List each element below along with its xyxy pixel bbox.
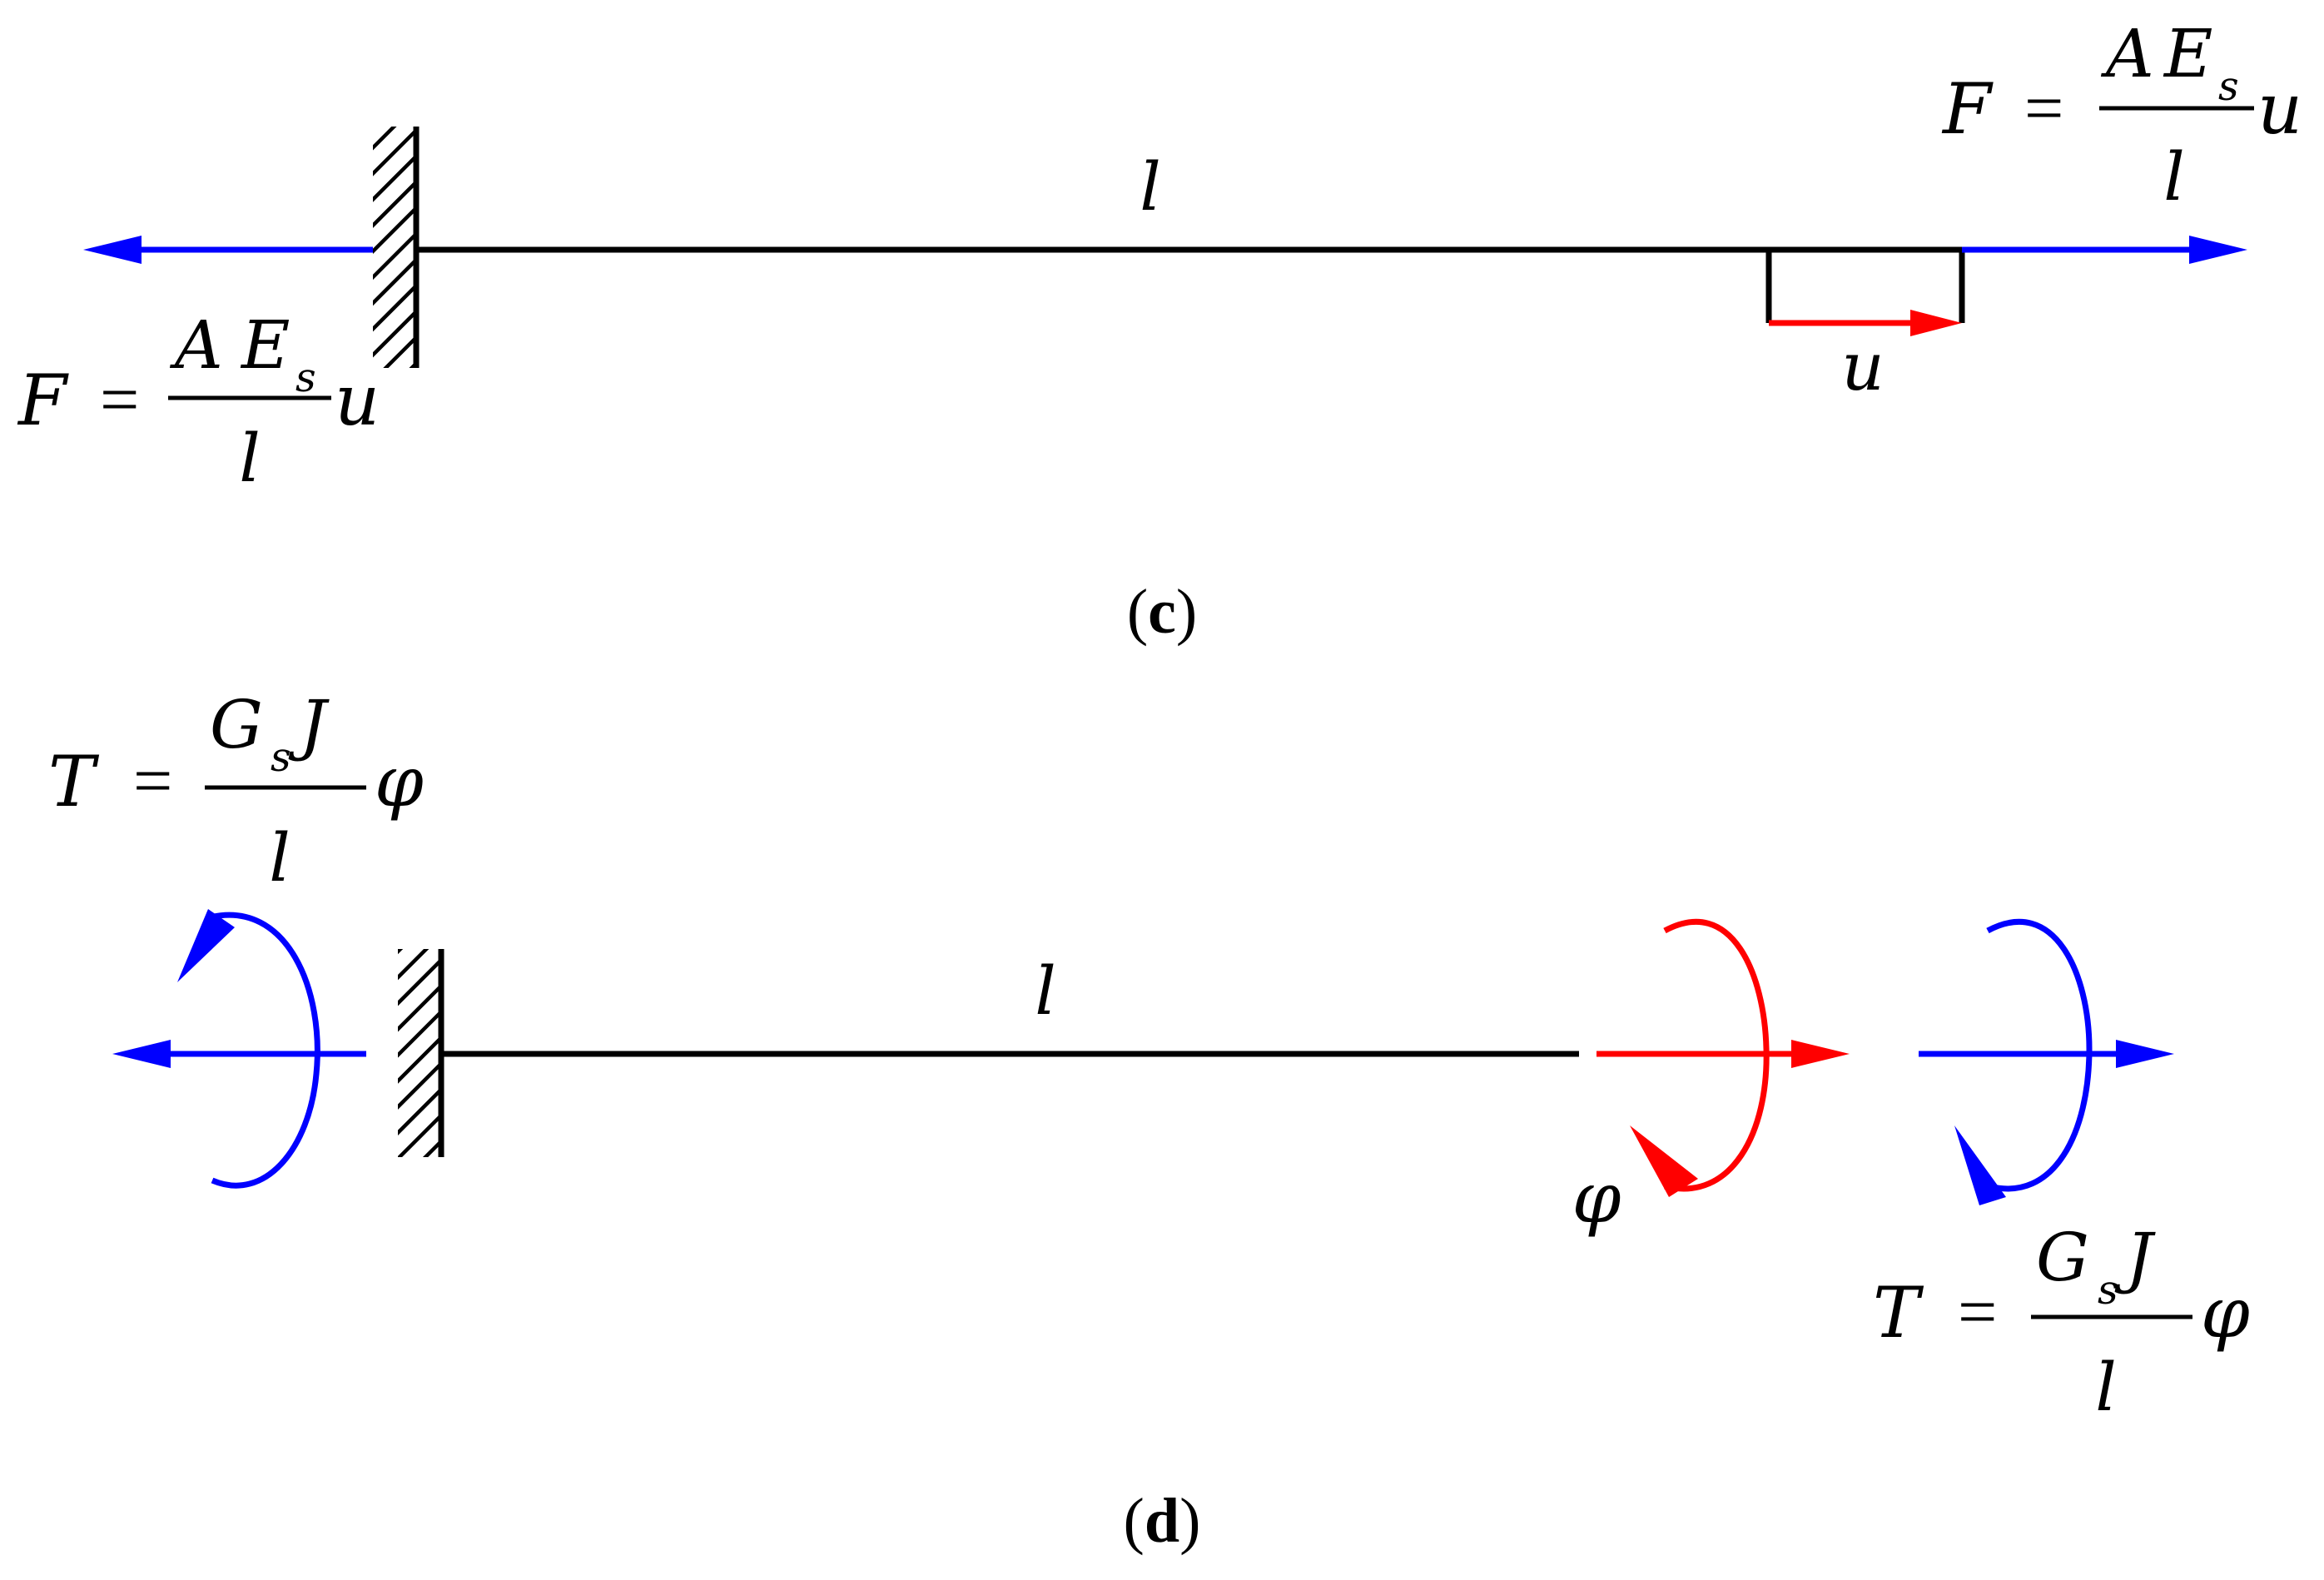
svg-text:s: s: [295, 355, 316, 401]
svg-text:l: l: [2095, 1349, 2117, 1426]
caption-d: (d): [1124, 1486, 1201, 1556]
svg-text:J: J: [288, 686, 330, 763]
svg-text:l: l: [239, 420, 261, 497]
svg-text:s: s: [2218, 63, 2239, 110]
panel-d: l φ T = G s J l φ T = G s J l φ (d): [48, 686, 2250, 1556]
svg-text:u: u: [335, 360, 380, 441]
svg-text:G: G: [210, 686, 263, 763]
svg-text:s: s: [2098, 1267, 2118, 1314]
left-torque-formula: T = G s J l φ: [48, 686, 424, 897]
beam-length-label-c: l: [1140, 148, 1161, 226]
left-force-arrow-c: [83, 236, 373, 264]
displacement-label: u: [1841, 328, 1885, 405]
svg-text:E: E: [240, 306, 290, 384]
svg-text:u: u: [2257, 68, 2302, 150]
svg-text:=: =: [1958, 1274, 1997, 1351]
svg-text:=: =: [100, 361, 139, 439]
svg-text:F: F: [17, 360, 69, 441]
svg-text:J: J: [2114, 1219, 2156, 1296]
svg-text:G: G: [2036, 1219, 2089, 1296]
rotation-label: φ: [1572, 1157, 1621, 1239]
svg-text:l: l: [269, 819, 290, 897]
right-torque-arrow: [1919, 918, 2174, 1205]
rotation-arrow: [1597, 918, 1850, 1197]
displacement-bracket: [1765, 250, 1965, 323]
svg-text:φ: φ: [2201, 1272, 2250, 1354]
caption-c: (c): [1127, 577, 1197, 647]
left-force-formula: F = A E s l u: [17, 306, 380, 497]
svg-text:A: A: [169, 306, 223, 384]
svg-text:l: l: [2163, 138, 2185, 216]
svg-text:A: A: [2100, 15, 2154, 92]
svg-text:E: E: [2163, 15, 2212, 92]
beam-length-label-d: l: [1035, 952, 1056, 1030]
svg-text:φ: φ: [375, 741, 424, 822]
left-torque-arrow: [112, 909, 366, 1189]
svg-text:s: s: [271, 734, 291, 781]
svg-text:=: =: [2024, 70, 2063, 147]
displacement-arrow: [1769, 310, 1962, 336]
right-force-formula: F = A E s l u: [1941, 15, 2302, 216]
svg-text:F: F: [1941, 68, 1994, 150]
right-force-arrow-c: [1962, 236, 2247, 264]
fixed-support-d: [398, 949, 444, 1157]
svg-text:T: T: [1873, 1272, 1924, 1354]
svg-text:T: T: [48, 741, 100, 822]
fixed-support-c: [373, 127, 420, 368]
panel-c: l u F = A E s l u F = A E s l u (c): [17, 15, 2302, 647]
right-torque-formula: T = G s J l φ: [1873, 1219, 2250, 1426]
svg-text:=: =: [133, 743, 172, 820]
